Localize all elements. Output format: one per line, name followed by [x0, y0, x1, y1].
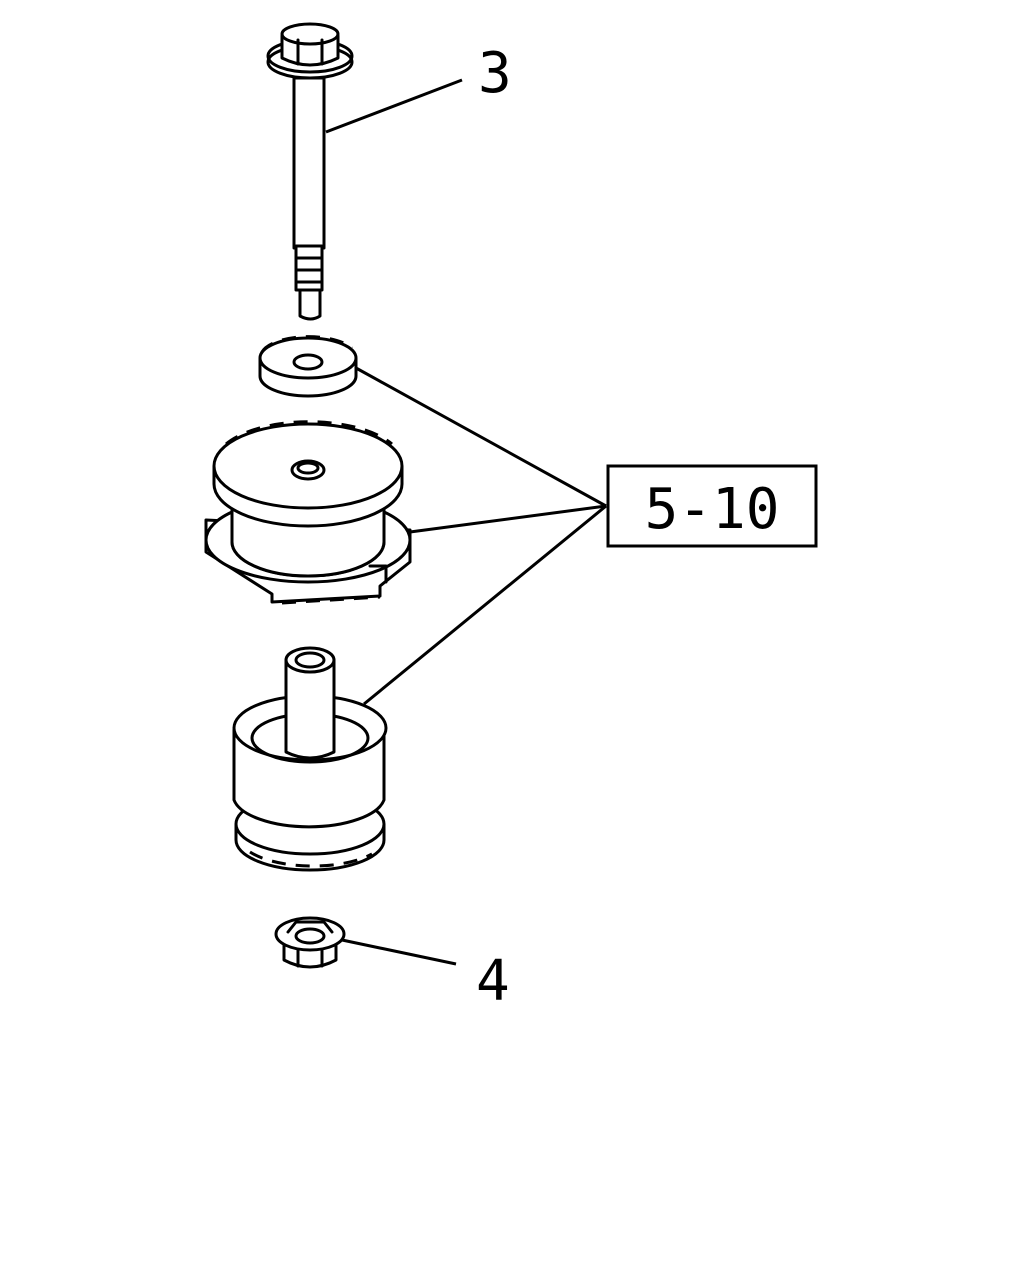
callout-5-10-box[interactable]: 5-10 — [606, 464, 818, 548]
bolt-part[interactable] — [266, 22, 354, 321]
leader-lower-cushion — [363, 504, 607, 706]
nut-part[interactable] — [274, 916, 346, 969]
lower-cushion-part[interactable] — [232, 646, 388, 872]
leader-lines — [325, 78, 607, 966]
callout-5-10-label: 5-10 — [645, 477, 780, 542]
leader-nut — [341, 938, 457, 966]
callout-4-label: 4 — [476, 949, 510, 1014]
leader-washer — [355, 366, 607, 508]
leader-upper-cushion — [409, 504, 607, 534]
callout-3-label: 3 — [478, 41, 512, 106]
upper-cushion-part[interactable] — [204, 420, 412, 605]
leader-bolt — [325, 78, 463, 134]
washer-part[interactable] — [258, 335, 358, 398]
